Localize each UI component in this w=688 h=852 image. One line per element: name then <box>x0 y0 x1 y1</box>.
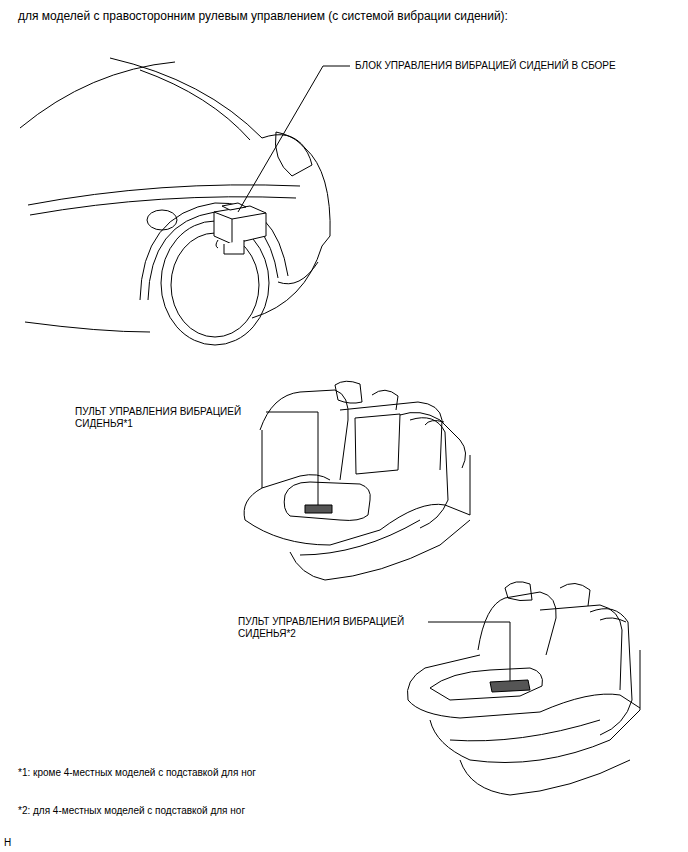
leader-line <box>428 622 510 688</box>
footnote: *2: для 4-местных моделей с подставкой д… <box>18 805 245 817</box>
part-label: ПУЛЬТ УПРАВЛЕНИЯ ВИБРАЦИЕЙ СИДЕНЬЯ*2 <box>238 616 426 640</box>
rear-seats-1 <box>244 381 470 580</box>
figure-code: H <box>4 837 11 849</box>
rear-seats-2 <box>407 582 640 795</box>
leader-line <box>238 66 350 212</box>
part-label: БЛОК УПРАВЛЕНИЯ ВИБРАЦИЕЙ СИДЕНИЙ В СБОР… <box>355 60 616 72</box>
car-body <box>20 58 330 345</box>
footnote: *1: кроме 4-местных моделей с подставкой… <box>18 767 256 779</box>
vibration-control-module <box>214 203 266 254</box>
leader-line <box>266 412 318 505</box>
section-title: для моделей с правосторонним рулевым упр… <box>18 9 508 23</box>
part-label: ПУЛЬТ УПРАВЛЕНИЯ ВИБРАЦИЕЙ СИДЕНЬЯ*1 <box>75 406 263 430</box>
